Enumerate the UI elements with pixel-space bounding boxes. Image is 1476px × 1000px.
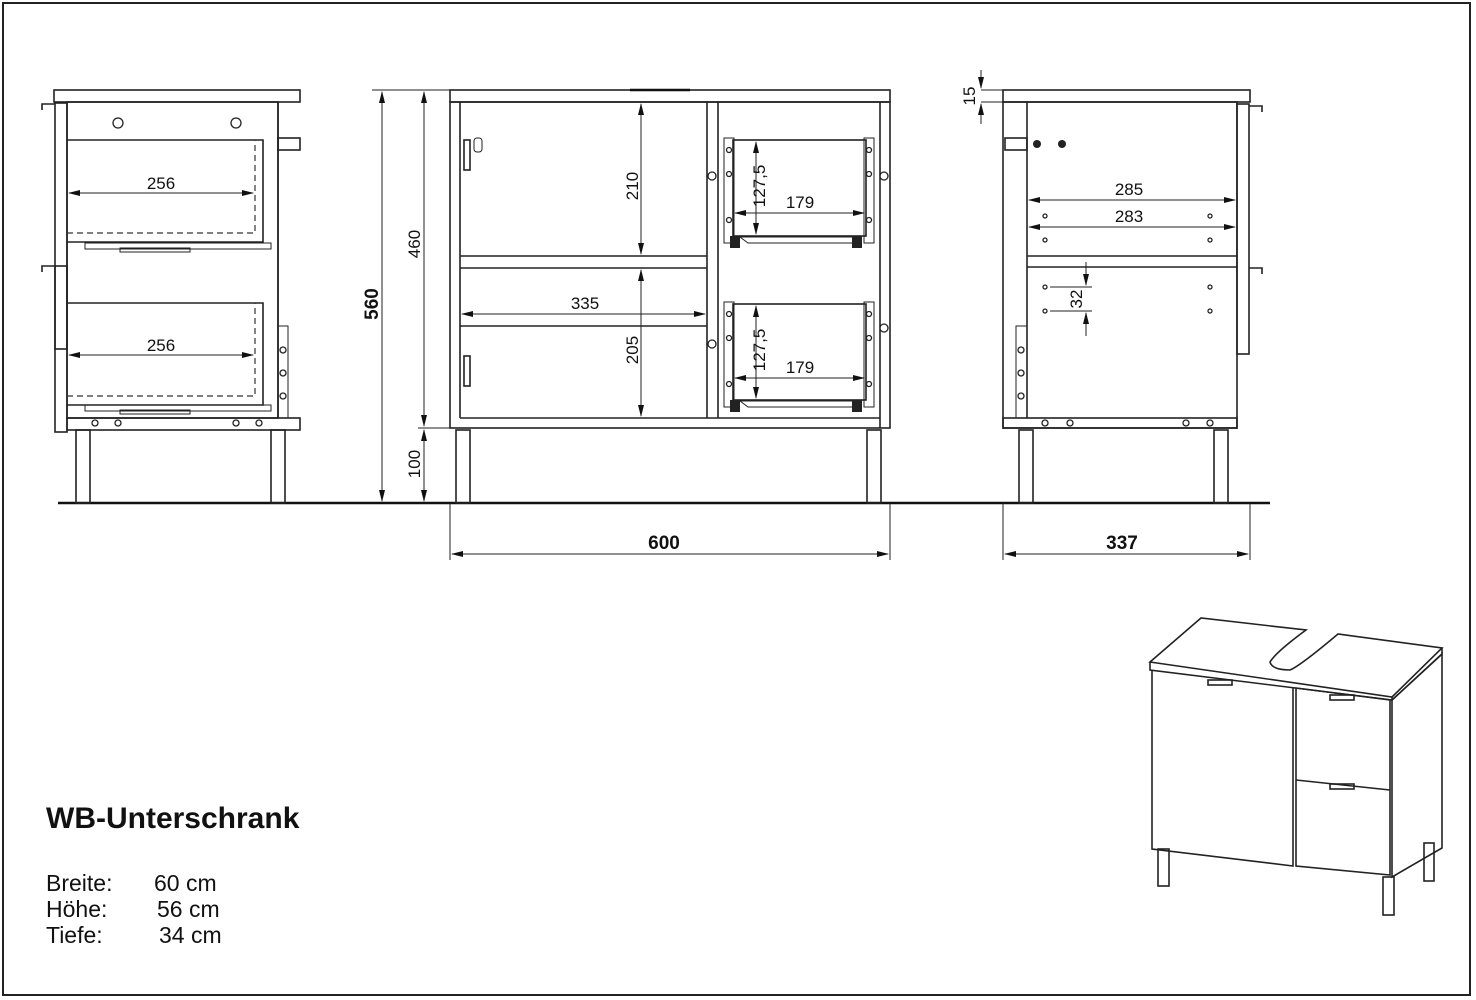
spec-list: Breite: 60 cm Höhe: 56 cm Tiefe: 34 cm (46, 870, 222, 948)
spec-label: Höhe: (46, 896, 108, 922)
dim-front-compartment-width: 335 (571, 294, 599, 313)
dim-inner-depth-1: 285 (1115, 180, 1143, 199)
front-view: 210 205 335 127,5 179 127,5 179 560 460 … (362, 88, 891, 560)
dim-total-height: 560 (362, 288, 383, 320)
dim-front-upper-height: 210 (623, 172, 642, 200)
spec-label: Breite: (46, 870, 113, 896)
dim-drawer-top-height: 127,5 (750, 165, 769, 208)
dim-drawer-top-width: 179 (786, 193, 814, 212)
dim-left-drawer-top: 256 (147, 174, 175, 193)
dim-inner-depth-2: 283 (1115, 207, 1143, 226)
dim-body-height: 460 (405, 230, 424, 258)
dim-top-thickness: 15 (960, 87, 979, 106)
left-side-view: 256 256 (41, 89, 301, 504)
product-title: WB-Unterschrank (46, 802, 300, 835)
dim-drawer-bottom-height: 127,5 (750, 329, 769, 372)
dim-hole-spacing: 32 (1067, 290, 1086, 309)
spec-value: 56 cm (157, 896, 220, 922)
isometric-view (1148, 617, 1444, 916)
front-drawer-top (723, 137, 875, 248)
spec-row-depth: Tiefe: 34 cm (46, 922, 222, 948)
dim-total-width: 600 (648, 533, 680, 554)
dim-total-depth: 337 (1106, 533, 1138, 554)
dim-drawer-bottom-width: 179 (786, 358, 814, 377)
spec-value: 34 cm (159, 922, 222, 948)
dim-left-drawer-bottom: 256 (147, 336, 175, 355)
front-drawer-bottom (723, 301, 875, 412)
dim-front-lower-height: 205 (623, 336, 642, 364)
right-side-view: 15 285 283 32 337 (960, 70, 1263, 560)
spec-label: Tiefe: (46, 922, 103, 948)
spec-value: 60 cm (154, 870, 217, 896)
spec-row-width: Breite: 60 cm (46, 870, 222, 896)
spec-row-height: Höhe: 56 cm (46, 896, 222, 922)
dim-leg-height: 100 (405, 450, 424, 478)
